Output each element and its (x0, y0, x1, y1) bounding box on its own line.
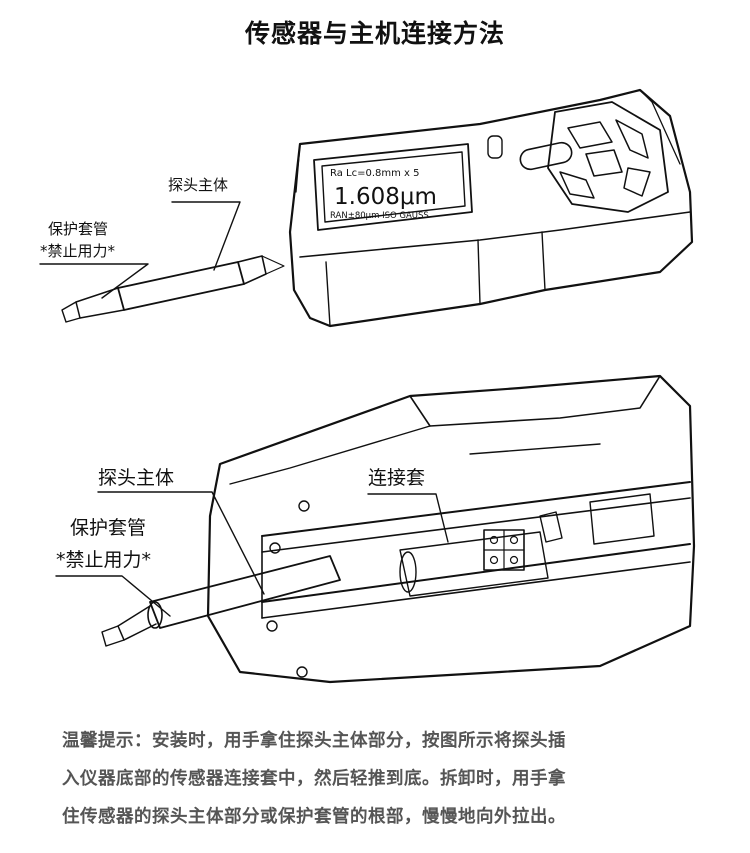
connector-detail-diagram: 探头主体 保护套管 *禁止用力* 连接套 (55, 374, 696, 684)
probe (61, 255, 285, 323)
label-no-force: *禁止用力* (40, 242, 116, 260)
tip-line: 住传感器的探头主体部分或保护套管的根部，慢慢地向外拉出。 (62, 807, 566, 827)
label-leaders (55, 491, 449, 617)
gauge-device-underside (206, 374, 696, 684)
installation-tip: 温馨提示：安装时，用手拿住探头主体部分，按图所示将探头插 入仪器底部的传感器连接… (62, 722, 702, 836)
probe-inserted (101, 555, 341, 647)
label-leaders (39, 201, 241, 299)
device-screen: Ra Lc=0.8mm x 5 1.608μm RAN±80μm ISO GAU… (330, 168, 437, 221)
screen-top-line: Ra Lc=0.8mm x 5 (330, 168, 420, 179)
gauge-device (288, 88, 694, 328)
screen-reading: 1.608μm (334, 184, 437, 210)
tip-line: 入仪器底部的传感器连接套中，然后轻推到底。拆卸时，用手拿 (62, 769, 566, 789)
device-connection-diagram: Ra Lc=0.8mm x 5 1.608μm RAN±80μm ISO GAU… (39, 88, 694, 328)
label-connector: 连接套 (368, 467, 425, 489)
screen-bottom-line: RAN±80μm ISO GAUSS (330, 211, 429, 221)
tip-line: 温馨提示：安装时，用手拿住探头主体部分，按图所示将探头插 (62, 731, 566, 751)
label-sleeve: 保护套管 (48, 220, 108, 238)
label-probe-body: 探头主体 (98, 467, 174, 489)
label-no-force: *禁止用力* (56, 549, 151, 571)
page-title: 传感器与主机连接方法 (244, 19, 505, 48)
label-sleeve: 保护套管 (70, 517, 146, 539)
label-probe-body: 探头主体 (168, 176, 228, 194)
